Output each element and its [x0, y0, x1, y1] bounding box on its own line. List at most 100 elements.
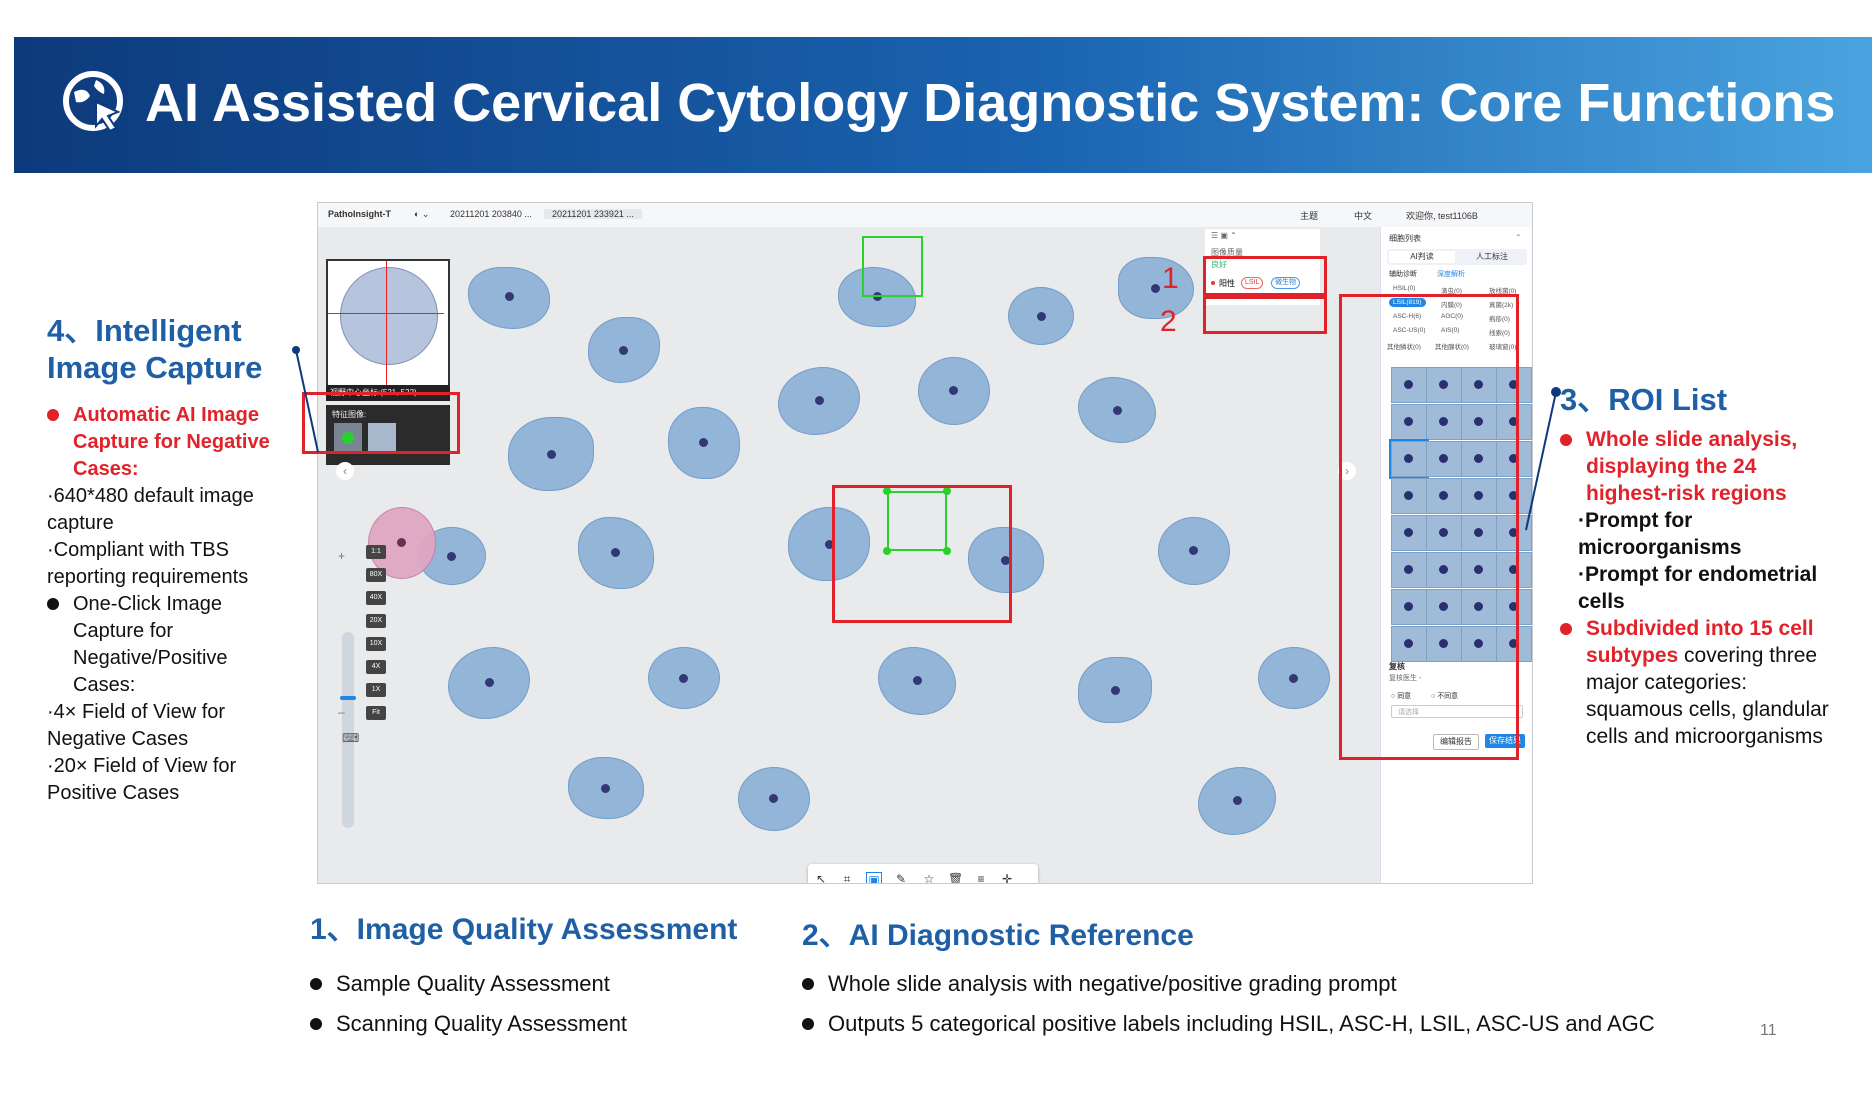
category-trichomonas[interactable]: 滴虫(0)	[1441, 288, 1462, 295]
cell-list-panel: 细胞列表 ⌃ AI判读 人工标注 辅助诊断 深度解析 HSIL(0) 滴虫(0)…	[1380, 227, 1532, 883]
save-result-button[interactable]: 保存结果	[1485, 734, 1525, 748]
lsil-badge: LSIL	[1241, 277, 1264, 289]
resize-handle[interactable]	[943, 487, 951, 495]
roi-thumbnail[interactable]	[1391, 626, 1427, 662]
category-glass-window[interactable]: 玻璃窗(0)	[1489, 344, 1517, 351]
roi-thumbnail[interactable]	[1496, 552, 1532, 588]
disagree-radio[interactable]: ○ 不同意	[1431, 693, 1459, 700]
cell-nucleus	[1474, 380, 1483, 389]
crosshair-icon[interactable]: ✛	[1001, 872, 1013, 884]
category-asc-h[interactable]: ASC-H(6)	[1393, 313, 1422, 320]
connector-line	[292, 346, 319, 453]
roi-thumbnail[interactable]	[1496, 367, 1532, 403]
roi-thumbnail[interactable]	[1426, 478, 1462, 514]
collapse-icon[interactable]: ⌃	[1515, 233, 1522, 242]
section4-bullet1-line2: ·Compliant with TBS reporting requiremen…	[47, 539, 249, 588]
roi-thumbnail[interactable]	[1391, 589, 1427, 625]
previous-arrow-icon[interactable]: ‹	[336, 462, 354, 480]
roi-thumbnail[interactable]	[1496, 515, 1532, 551]
zoom-10x-button[interactable]: 10X	[366, 637, 386, 651]
user-menu[interactable]: 欢迎你, test1106B	[1406, 211, 1478, 221]
category-hsil[interactable]: HSIL(0)	[1393, 285, 1416, 292]
next-arrow-icon[interactable]: ›	[1338, 462, 1356, 480]
theme-menu[interactable]: 主题	[1300, 211, 1319, 221]
captured-image-thumb[interactable]	[368, 423, 396, 453]
pointer-icon[interactable]: ↖	[815, 872, 827, 884]
roi-thumbnail[interactable]	[1496, 441, 1532, 477]
roi-thumbnail[interactable]	[1496, 478, 1532, 514]
category-asc-us[interactable]: ASC-US(0)	[1393, 327, 1426, 334]
theme-toggle-icon[interactable]: ◐ ⌄	[414, 209, 430, 219]
edit-report-button[interactable]: 编辑报告	[1433, 734, 1479, 750]
roi-thumbnail[interactable]	[1426, 404, 1462, 440]
zoom-40x-button[interactable]: 40X	[366, 591, 386, 605]
zoom-20x-button[interactable]: 20X	[366, 614, 386, 628]
category-lsil[interactable]: LSIL(819)	[1389, 298, 1426, 307]
selected-cell-marker-box[interactable]	[887, 491, 947, 551]
tab-slide-2[interactable]: 20211201 233921 ...	[544, 209, 642, 219]
category-endometrial[interactable]: 内膜(0)	[1441, 302, 1462, 309]
category-other-glandular[interactable]: 其他腺状(0)	[1435, 344, 1469, 351]
zoom-fit-button[interactable]: Fit	[366, 706, 386, 720]
resize-handle[interactable]	[883, 547, 891, 555]
adjust-icon[interactable]: ≡	[977, 872, 985, 884]
trash-icon[interactable]: 🗑	[948, 872, 964, 884]
feature-image-panel: 特征图像:	[326, 405, 450, 465]
keyboard-icon[interactable]: ⌨	[342, 731, 360, 745]
roi-thumbnail[interactable]	[1461, 441, 1497, 477]
category-fungi[interactable]: 真菌(2k)	[1489, 302, 1514, 309]
roi-thumbnail[interactable]	[1461, 478, 1497, 514]
cell-nucleus	[1509, 602, 1518, 611]
tab-slide-1[interactable]: 20211201 203840 ...	[450, 209, 532, 219]
roi-thumbnail[interactable]	[1496, 626, 1532, 662]
roi-thumbnail[interactable]	[1426, 626, 1462, 662]
category-other-squamous[interactable]: 其他鳞状(0)	[1387, 344, 1421, 351]
roi-thumbnail[interactable]	[1461, 404, 1497, 440]
roi-thumbnail[interactable]	[1426, 367, 1462, 403]
roi-thumbnail[interactable]	[1496, 589, 1532, 625]
pen-icon[interactable]: ✎	[895, 872, 907, 884]
agree-radio[interactable]: ○ 同意	[1391, 693, 1412, 700]
zoom-4x-button[interactable]: 4X	[366, 660, 386, 674]
connector-line	[1525, 387, 1561, 531]
category-actinomyces[interactable]: 放线菌(0)	[1489, 288, 1517, 295]
zoom-out-icon[interactable]: –	[338, 705, 345, 719]
bullet-icon	[47, 409, 59, 421]
zoom-80x-button[interactable]: 80X	[366, 568, 386, 582]
category-herpes[interactable]: 疱疹(0)	[1489, 316, 1510, 323]
resize-handle[interactable]	[883, 487, 891, 495]
cell-nucleus	[1404, 565, 1413, 574]
zoom-in-icon[interactable]: +	[338, 549, 346, 563]
category-ais[interactable]: AIS(0)	[1441, 327, 1460, 334]
panel-controls-icon[interactable]: ☰ ▣ ⌃	[1211, 231, 1237, 240]
category-clue[interactable]: 线索(0)	[1489, 330, 1510, 337]
page-title: AI Assisted Cervical Cytology Diagnostic…	[145, 73, 1836, 133]
language-menu[interactable]: 中文	[1354, 211, 1373, 221]
roi-thumbnail[interactable]	[1461, 552, 1497, 588]
zoom-slider-handle[interactable]	[340, 696, 356, 700]
roi-thumbnail[interactable]	[1426, 552, 1462, 588]
crop-icon[interactable]: ⌗	[843, 872, 851, 884]
section3-bullet1: Whole slide analysis, displaying the 24 …	[1586, 428, 1798, 505]
zoom-slider[interactable]	[340, 632, 356, 828]
captured-image-thumb[interactable]	[334, 423, 362, 453]
capture-frame-icon[interactable]: ▣	[866, 872, 882, 883]
section2-item: Outputs 5 categorical positive labels in…	[828, 1011, 1655, 1036]
zoom-1x-button[interactable]: 1X	[366, 683, 386, 697]
roi-thumbnail[interactable]	[1391, 552, 1427, 588]
roi-thumbnail[interactable]	[1426, 515, 1462, 551]
roi-thumbnail[interactable]	[1391, 478, 1427, 514]
star-icon[interactable]: ☆	[923, 872, 935, 884]
zoom-1-1-button[interactable]: 1:1	[366, 545, 386, 559]
roi-thumbnail[interactable]	[1389, 439, 1429, 479]
category-agc[interactable]: AGC(0)	[1441, 313, 1464, 320]
section4-title: 4、Intelligent Image Capture	[47, 313, 263, 385]
tab-ai-reading[interactable]: AI判读	[1389, 251, 1455, 263]
deep-analysis-option[interactable]: 深度解析	[1437, 271, 1465, 278]
slide-overview-thumbnail[interactable]	[326, 259, 450, 391]
tab-manual-annotation[interactable]: 人工标注	[1476, 252, 1508, 261]
roi-thumbnail[interactable]	[1496, 404, 1532, 440]
resize-handle[interactable]	[943, 547, 951, 555]
reviewer-label: 复核医生 -	[1389, 675, 1422, 682]
conclusion-select[interactable]: 请选择	[1391, 705, 1523, 718]
